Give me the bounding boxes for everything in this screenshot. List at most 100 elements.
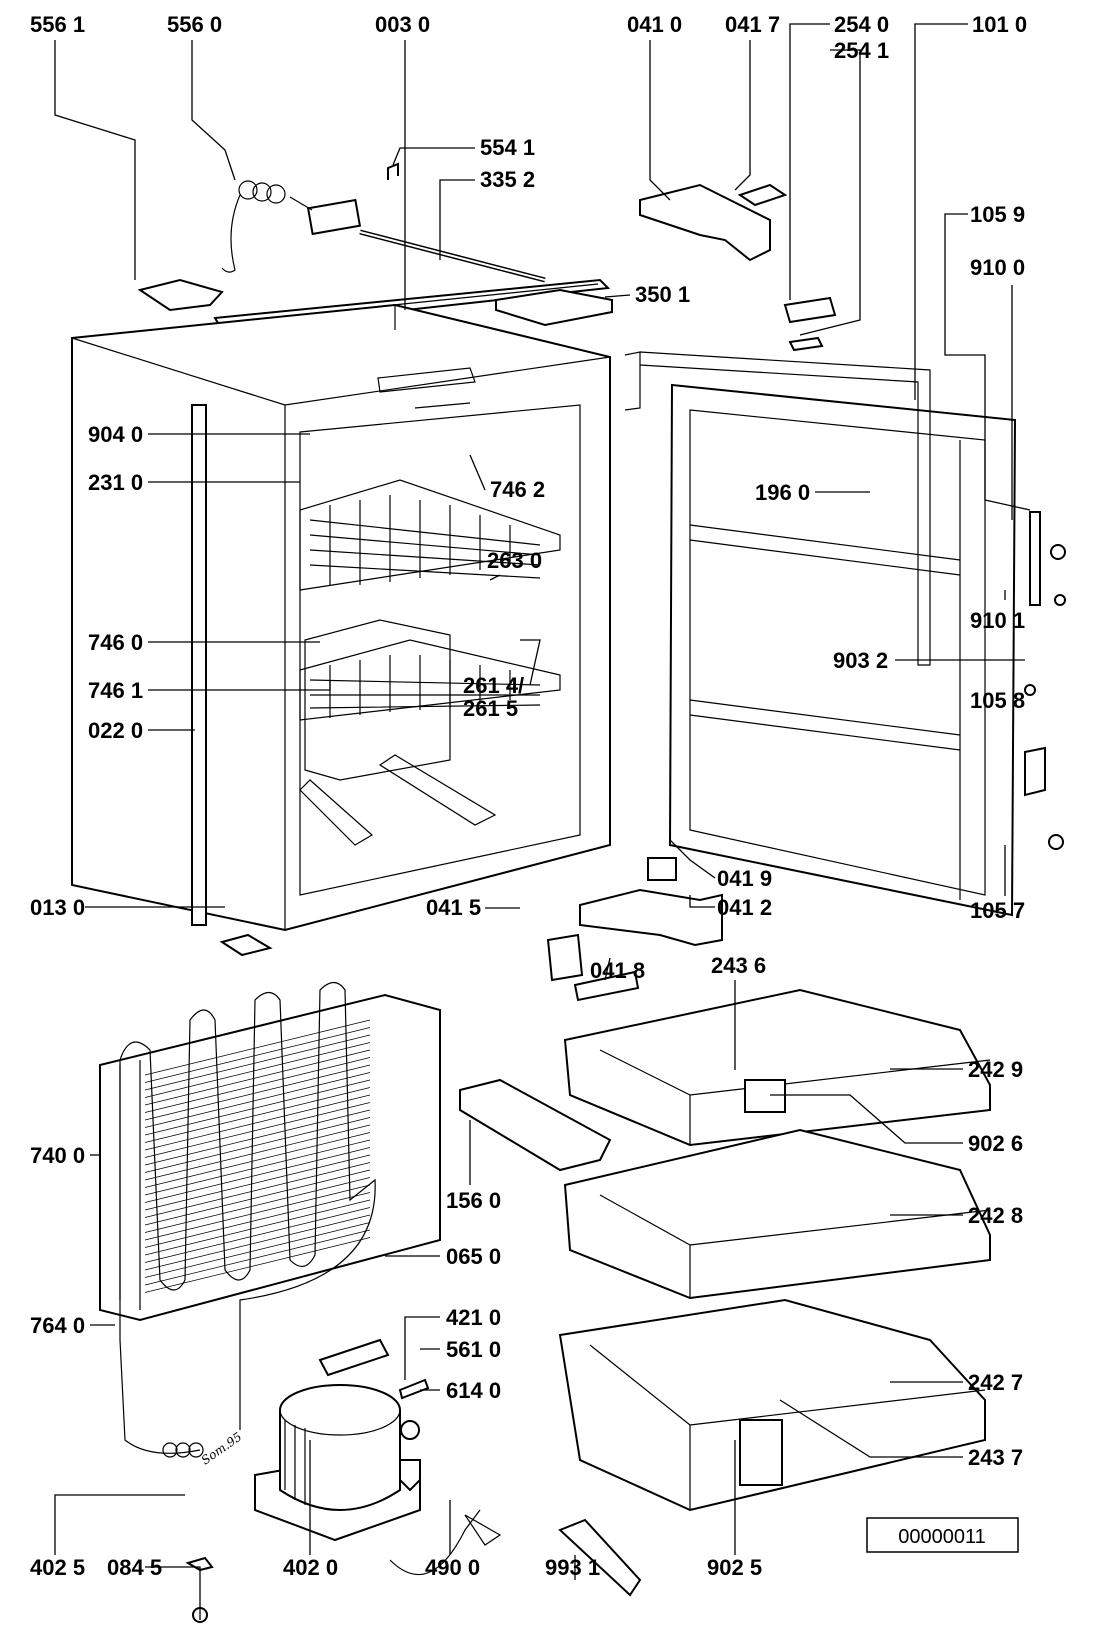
part-label: 242 9 <box>968 1057 1023 1082</box>
hinge-pin-part <box>737 183 788 207</box>
bolt-part <box>1048 834 1064 850</box>
part-label: 101 0 <box>972 12 1027 37</box>
condenser-fin <box>144 1169 371 1226</box>
condenser-fin <box>144 1222 371 1278</box>
part-label: 013 0 <box>30 895 85 920</box>
part-label: 105 8 <box>970 688 1025 713</box>
control-panel-part <box>495 288 613 327</box>
condenser-fin <box>144 1132 371 1188</box>
lower-hinge-part <box>579 888 723 947</box>
upper-hinge-part <box>639 183 771 262</box>
part-label: 490 0 <box>425 1555 480 1580</box>
lower-wire-shelf <box>299 639 561 721</box>
part-label: 065 0 <box>446 1244 501 1269</box>
hinge-cover-part <box>783 296 837 324</box>
part-label: 902 5 <box>707 1555 762 1580</box>
part-label: 243 7 <box>968 1445 1023 1470</box>
condenser-fin <box>144 1087 371 1143</box>
condenser-fin <box>144 1154 371 1211</box>
part-label: 261 5 <box>463 696 518 721</box>
part-label: 350 1 <box>635 282 690 307</box>
drawer-lower <box>558 1298 986 1512</box>
condenser-fin <box>144 1229 371 1286</box>
part-label: 764 0 <box>30 1313 85 1338</box>
part-label: 041 0 <box>627 12 682 37</box>
terminal-part <box>399 1459 421 1492</box>
compressor-part: Som.95 <box>199 1384 421 1542</box>
part-label: 041 8 <box>590 958 645 983</box>
part-label: 993 1 <box>545 1555 600 1580</box>
drawer-middle <box>563 1128 991 1300</box>
thermal-protector-part <box>400 1420 420 1440</box>
part-label: 105 9 <box>970 202 1025 227</box>
part-label: 105 7 <box>970 898 1025 923</box>
condenser-fin <box>144 1139 371 1196</box>
condenser-fin <box>144 1019 371 1076</box>
condenser-fin <box>144 1124 371 1181</box>
part-label: 084 5 <box>107 1555 162 1580</box>
dryer-part <box>318 1338 390 1377</box>
part-label: 022 0 <box>88 718 143 743</box>
leader-lines <box>54 23 1031 1620</box>
part-label: 402 5 <box>30 1555 85 1580</box>
part-labels: 556 1 556 0 003 0 041 0 041 7 254 0 254 … <box>30 12 1027 1580</box>
trim-strip-part <box>191 404 207 926</box>
part-label: 041 7 <box>725 12 780 37</box>
relay-part <box>398 1378 430 1400</box>
condenser-fin <box>144 1027 371 1083</box>
part-label: 156 0 <box>446 1188 501 1213</box>
scraper-part <box>558 1518 642 1597</box>
hinge-cap-part <box>788 336 824 352</box>
condenser-fin <box>144 1162 371 1218</box>
condenser-fin <box>144 1049 371 1106</box>
screw-small-part <box>1054 594 1066 606</box>
cabinet-body <box>71 303 611 932</box>
part-label: 243 6 <box>711 953 766 978</box>
hinge-spacer-part <box>546 933 584 982</box>
hinge-plate-part <box>1029 511 1041 606</box>
part-label: 402 0 <box>283 1555 338 1580</box>
door-gasket-part <box>639 351 931 666</box>
thermostat-part <box>221 180 362 273</box>
hinge-block-part <box>647 857 677 881</box>
part-label: 746 2 <box>490 477 545 502</box>
plug-part <box>1024 684 1036 696</box>
part-label: 263 0 <box>487 548 542 573</box>
condenser-fin <box>144 1057 371 1113</box>
drawing-code: 00000011 <box>898 1526 986 1548</box>
clip-part <box>387 162 399 180</box>
condenser-part <box>99 981 441 1458</box>
part-label: 556 0 <box>167 12 222 37</box>
condenser-fin <box>144 1117 371 1173</box>
condenser-fin <box>144 1064 371 1121</box>
condenser-fin <box>144 1214 371 1271</box>
part-label: 746 0 <box>88 630 143 655</box>
hinge-cover-lower-part <box>573 970 640 1002</box>
drawer-upper <box>563 988 991 1147</box>
condenser-fin <box>144 1079 371 1136</box>
condenser-fin <box>144 1109 371 1166</box>
power-cord-part <box>389 1509 502 1576</box>
part-label: 556 1 <box>30 12 85 37</box>
part-label: 614 0 <box>446 1378 501 1403</box>
part-label: 910 1 <box>970 608 1025 633</box>
lamp-cover-part <box>137 278 224 312</box>
condenser-fin <box>144 1199 371 1256</box>
part-label: 335 2 <box>480 167 535 192</box>
part-label: 254 1 <box>834 38 889 63</box>
part-label: 561 0 <box>446 1337 501 1362</box>
part-label: 231 0 <box>88 470 143 495</box>
drawing-code-box: 00000011 <box>866 1517 1019 1553</box>
part-label: 902 6 <box>968 1131 1023 1156</box>
part-label: 041 5 <box>426 895 481 920</box>
part-label: 041 9 <box>717 866 772 891</box>
clip-small-part <box>185 1556 214 1572</box>
condenser-fin <box>144 1177 371 1233</box>
foot-part <box>219 933 273 957</box>
handwritten-note: Som.95 <box>199 1430 245 1468</box>
part-label: 554 1 <box>480 135 535 160</box>
part-label: 746 1 <box>88 678 143 703</box>
screw-part <box>1050 544 1066 560</box>
part-label: 196 0 <box>755 480 810 505</box>
